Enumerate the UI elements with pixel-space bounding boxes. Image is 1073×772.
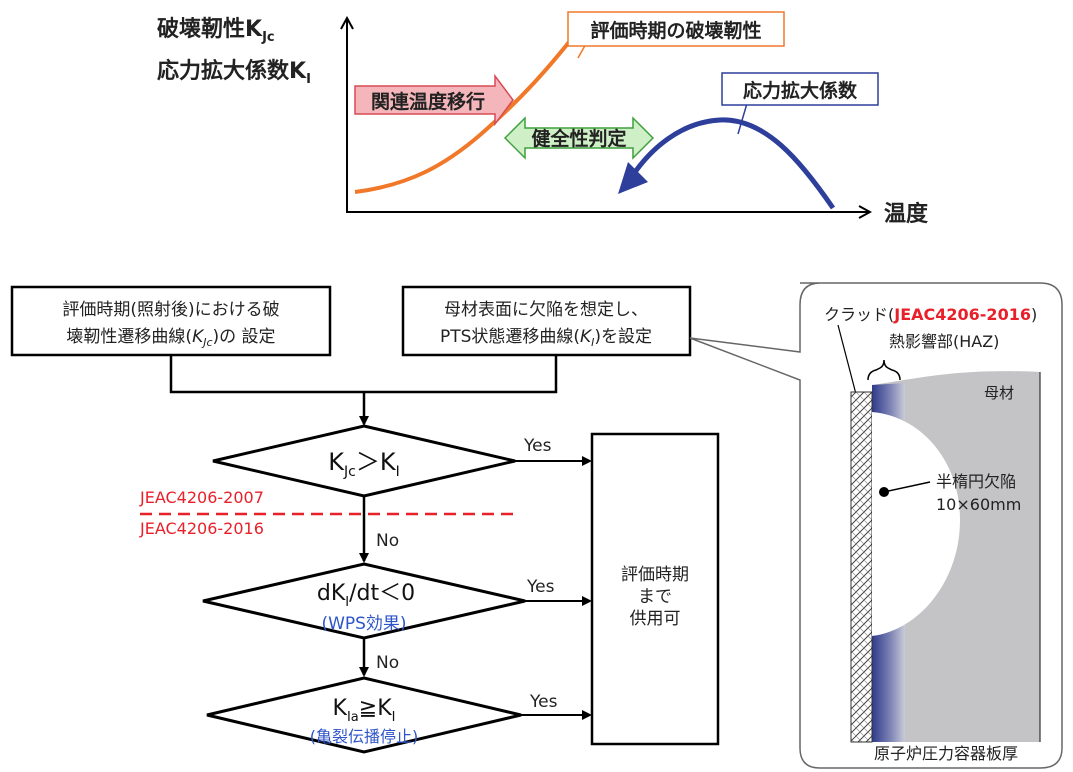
flaw-label-line1: 半楕円欠陥 <box>936 472 1016 491</box>
flaw-leader <box>883 481 931 493</box>
clad-leader <box>837 324 858 399</box>
merge-connector <box>169 355 558 394</box>
result-line3: 供用可 <box>630 609 681 629</box>
haz-brace <box>867 359 901 381</box>
flowchart: 評価時期(照射後)における破 壊靭性遷移曲線(KJc)の 設定 母材表面に欠陥を… <box>10 285 720 754</box>
flaw-label-line2: 10×60mm <box>936 495 1021 514</box>
sif-callout-text: 応力拡大係数 <box>743 79 858 102</box>
standard-new-label: JEAC4206-2016 <box>139 519 264 538</box>
graph: 破壊靭性KJc 応力拡大係数KI 温度 評価時期の破壊靭性 応力拡大係数 関連温… <box>157 11 929 227</box>
box-toughness-curve <box>10 285 332 357</box>
cladding-layer <box>850 391 873 743</box>
integrity-label: 健全性判定 <box>531 127 626 150</box>
sif-curve <box>630 117 836 210</box>
decision2-note: (WPS効果) <box>321 614 406 634</box>
temperature-shift-label: 関連温度移行 <box>371 90 485 113</box>
toughness-curve <box>354 16 590 194</box>
sif-curve-arrowhead <box>618 162 648 194</box>
sif-callout-box <box>721 72 879 106</box>
decision3-note: (亀裂伝播停止) <box>310 727 419 746</box>
result-line2: まで <box>638 587 672 607</box>
box-pts-line1: 母材表面に欠陥を想定し、 <box>444 300 648 320</box>
toughness-callout-box <box>567 11 785 47</box>
clad-label: クラッド(JEAC4206-2016) <box>824 305 1037 324</box>
no-label-2: No <box>376 653 399 673</box>
y-axis-label-toughness: 破壊靭性KJc <box>157 16 275 45</box>
no-label-1: No <box>376 531 399 551</box>
semi-elliptical-flaw <box>872 412 960 636</box>
yes-label-2: Yes <box>526 577 555 597</box>
decision2-text: dKI/dt＜0 <box>317 581 415 610</box>
decision-crack-arrest <box>206 676 522 754</box>
decision1-text: KJc＞KI <box>328 448 399 480</box>
haz-label: 熱影響部(HAZ) <box>889 332 999 351</box>
box-pts-line2: PTS状態遷移曲線(KI)を設定 <box>440 327 652 349</box>
base-metal-label: 母材 <box>984 384 1014 402</box>
vessel-detail: クラッド(JEAC4206-2016) 熱影響部(HAZ) 母材 半楕円欠陥 1… <box>689 282 1063 769</box>
result-line1: 評価時期 <box>621 565 689 585</box>
yes-label-1: Yes <box>523 436 552 456</box>
y-axis-label-sif: 応力拡大係数KI <box>157 58 311 87</box>
toughness-callout-text: 評価時期の破壊靭性 <box>590 19 761 42</box>
box-pts-curve <box>401 285 692 357</box>
box-toughness-line2: 壊靭性遷移曲線(KJc)の 設定 <box>66 327 275 349</box>
x-axis-label: 温度 <box>884 201 929 227</box>
standard-old-label: JEAC4206-2007 <box>139 488 264 507</box>
integrity-arrow <box>503 116 655 160</box>
yes-label-3: Yes <box>529 692 558 712</box>
wall-thickness-label: 原子炉圧力容器板厚 <box>874 744 1018 763</box>
decision3-text: KIa≧KI <box>333 696 396 725</box>
box-toughness-line1: 評価時期(照射後)における破 <box>62 300 279 320</box>
temperature-shift-arrow <box>354 73 514 127</box>
result-box <box>590 432 720 746</box>
